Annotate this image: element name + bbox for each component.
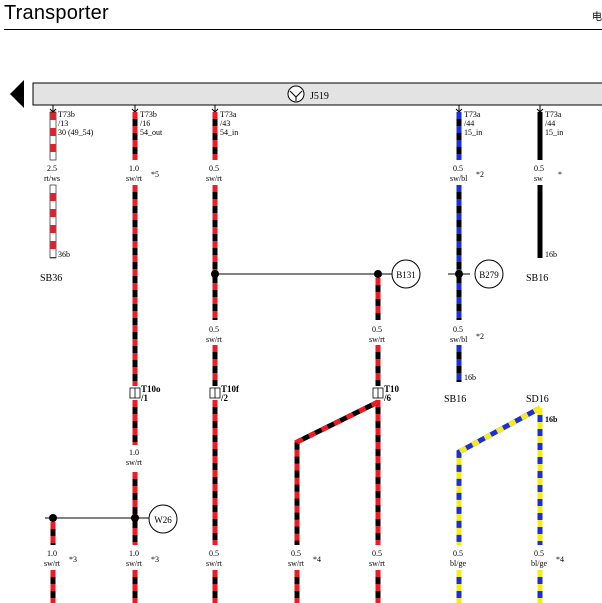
b1-gauge: 1.0: [129, 549, 139, 558]
pin-arrow-icon: [211, 105, 219, 113]
w4-sig: 15_in: [464, 128, 482, 137]
w3-color: sw/rt: [206, 174, 223, 183]
w2-color: sw/rt: [126, 174, 143, 183]
w3-pin: /43: [220, 119, 230, 128]
b6-gauge: 0.5: [534, 549, 544, 558]
w1-sig: 30 (49_54): [58, 128, 94, 137]
w3-gauge: 0.5: [209, 164, 219, 173]
splice-w26[interactable]: [148, 504, 178, 534]
w5-sig: 15_in: [545, 128, 563, 137]
fuse-sb16-label-b: SB16: [444, 394, 466, 405]
m4-color: sw/bl: [450, 335, 468, 344]
w3-conn: T73a: [220, 110, 237, 119]
splice-b131-label: B131: [396, 270, 416, 280]
b0-gauge: 1.0: [47, 549, 57, 558]
t10o-pin: /1: [140, 393, 149, 403]
connector-t10-symbol[interactable]: [372, 387, 384, 399]
b0-note: *3: [69, 555, 77, 564]
w1-color: rt/ws: [44, 174, 60, 183]
mb131-gauge: 0.5: [372, 325, 382, 334]
b2-color: sw/rt: [206, 559, 223, 568]
m3-color: sw/rt: [206, 335, 223, 344]
b5-gauge: 0.5: [453, 549, 463, 558]
b5-color: bl/ge: [450, 559, 466, 568]
junction-dot: [49, 514, 57, 522]
m4-note: *2: [476, 332, 484, 341]
w4-pin: /44: [464, 119, 474, 128]
w2-conn: T73b: [140, 110, 157, 119]
w5-end-pin: 16b: [545, 250, 557, 259]
w2-sig: 54_out: [140, 128, 163, 137]
b3-color: sw/rt: [288, 559, 305, 568]
page-title: Transporter: [4, 2, 109, 24]
t10o-name: T10o: [141, 384, 161, 394]
b3-gauge: 0.5: [291, 549, 301, 558]
w4-gauge: 0.5: [453, 164, 463, 173]
b4-color: sw/rt: [369, 559, 386, 568]
w5-gauge: 0.5: [534, 164, 544, 173]
mb131-color: sw/rt: [369, 335, 386, 344]
header-right-text: 电: [592, 12, 602, 23]
t10f-name: T10f: [221, 384, 240, 394]
sd16-pin: 16b: [545, 415, 558, 424]
b1-note: *3: [151, 555, 159, 564]
b3-note: *4: [313, 555, 321, 564]
b0-color: sw/rt: [44, 559, 61, 568]
w4-note: *2: [476, 170, 484, 179]
connector-t10o-symbol[interactable]: [129, 387, 141, 399]
junction-dot: [211, 270, 219, 278]
b2-gauge: 0.5: [209, 549, 219, 558]
b4-gauge: 0.5: [372, 549, 382, 558]
w4-color: sw/bl: [450, 174, 468, 183]
t10f-pin: /2: [220, 393, 229, 403]
splice-b279[interactable]: [474, 259, 504, 289]
b1-color: sw/rt: [126, 559, 143, 568]
m4-end-pin: 16b: [464, 373, 476, 382]
control-unit-bar-j519[interactable]: [32, 82, 602, 106]
w5-conn: T73a: [545, 110, 562, 119]
junction-dot: [455, 270, 463, 278]
pin-arrow-icon: [536, 105, 544, 113]
w1-end-pin: 36b: [58, 250, 70, 259]
w1-conn: T73b: [58, 110, 75, 119]
w3-sig: 54_in: [220, 128, 238, 137]
w4-conn: T73a: [464, 110, 481, 119]
b6-color: bl/ge: [531, 559, 547, 568]
pin-arrow-icon: [131, 105, 139, 113]
m4-gauge: 0.5: [453, 325, 463, 334]
pin-arrow-icon: [49, 105, 57, 113]
w5-color: sw: [534, 174, 543, 183]
t10-name: T10: [384, 384, 400, 394]
page-header: Transporter 电: [0, 0, 602, 30]
w2-gauge: 1.0: [129, 164, 139, 173]
left-arrow-icon[interactable]: [10, 80, 24, 108]
fuse-sb36-label: SB36: [40, 273, 62, 284]
fuse-sd16-label: SD16: [526, 394, 549, 405]
control-unit-label: J519: [310, 91, 329, 102]
splice-b279-label: B279: [479, 270, 499, 280]
connector-t10f-symbol[interactable]: [209, 387, 221, 399]
header-rule: [4, 29, 602, 30]
pin-arrow-icon: [455, 105, 463, 113]
w1-gauge: 2.5: [47, 164, 57, 173]
t10-pin: /6: [383, 393, 392, 403]
w2-low-color: sw/rt: [126, 458, 143, 467]
junction-dot: [131, 514, 139, 522]
m3-gauge: 0.5: [209, 325, 219, 334]
w2-pin: /16: [140, 119, 150, 128]
w1-pin: /13: [58, 119, 68, 128]
junction-dot: [374, 270, 382, 278]
w5-note: *: [558, 170, 562, 179]
steering-wheel-icon: [287, 85, 305, 103]
splice-w26-label: W26: [154, 515, 172, 525]
w5-pin: /44: [545, 119, 555, 128]
fuse-sb16-label-a: SB16: [526, 273, 548, 284]
b6-note: *4: [556, 555, 564, 564]
w2-low-gauge: 1.0: [129, 448, 139, 457]
w2-note: *5: [151, 170, 159, 179]
